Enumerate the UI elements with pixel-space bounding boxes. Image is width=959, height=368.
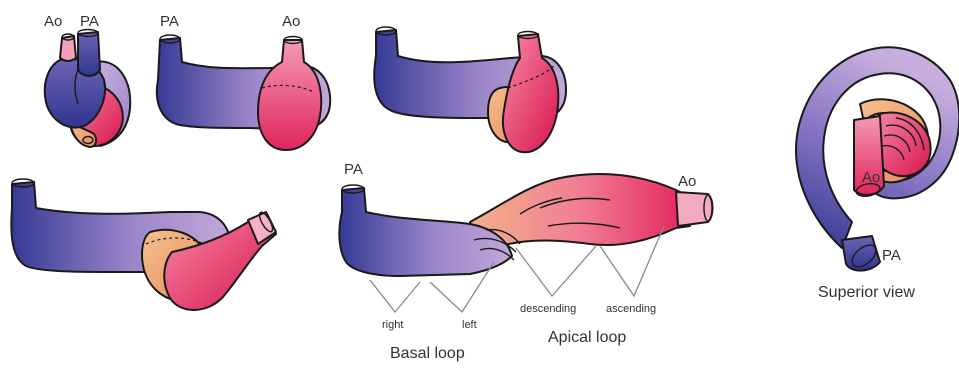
stage-1-figure	[45, 30, 130, 148]
superior-view-figure	[796, 47, 959, 271]
stage-2-ao-label: Ao	[282, 13, 300, 30]
stage-2-pa-label: PA	[160, 13, 179, 30]
stage-2-figure	[157, 35, 330, 150]
apical-loop-label: Apical loop	[548, 329, 626, 346]
descending-label: descending	[520, 303, 576, 315]
superior-pa-label: PA	[882, 247, 901, 264]
stage-5-figure	[339, 174, 712, 312]
left-label: left	[462, 319, 477, 331]
basal-loop-label: Basal loop	[390, 345, 465, 362]
stage-5-ao-label: Ao	[678, 173, 696, 190]
stage-1-pa-label: PA	[80, 13, 99, 30]
superior-ao-label: Ao	[862, 169, 880, 186]
right-label: right	[382, 319, 403, 331]
ascending-label: ascending	[606, 303, 656, 315]
superior-view-caption: Superior view	[818, 284, 915, 301]
stage-5-pa-label: PA	[344, 161, 363, 178]
stage-3-figure	[374, 27, 566, 152]
stage-4-figure	[11, 179, 276, 310]
stage-1-ao-label: Ao	[44, 13, 62, 30]
